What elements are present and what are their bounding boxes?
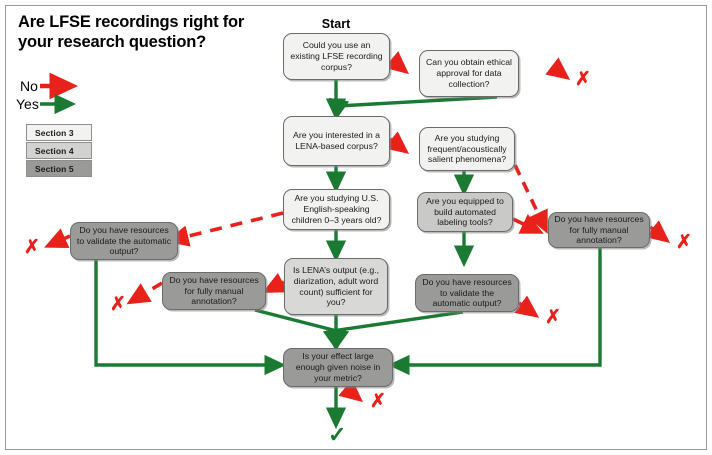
node-label: Could you use an existing LFSE recording… [290,40,383,72]
node-label: Are you studying U.S. English-speaking c… [291,193,382,225]
node-label: Are you interested in a LENA-based corpu… [293,130,380,151]
legend-section-3: Section 3 [26,124,92,141]
yes-edges [94,80,602,430]
node-us-english-children[interactable]: Are you studying U.S. English-speaking c… [283,189,390,230]
reject-mark-validate-right: ✗ [545,307,561,328]
node-label: Do you have resources for fully manual a… [169,274,259,307]
node-label: Do you have resources to validate the au… [76,224,172,257]
node-label: Can you obtain ethical approval for data… [426,57,512,89]
reject-mark-manual-right: ✗ [676,232,692,253]
node-label: Do you have resources for fully manual a… [554,213,644,246]
node-existing-corpus[interactable]: Could you use an existing LFSE recording… [283,33,390,80]
node-lena-based-corpus[interactable]: Are you interested in a LENA-based corpu… [283,116,390,166]
reject-mark-effect: ✗ [370,391,386,412]
node-label: Is LENA’s output (e.g., diarization, adu… [292,264,380,308]
node-manual-annotation-right[interactable]: Do you have resources for fully manual a… [548,212,650,248]
legend-section-4: Section 4 [26,142,92,159]
legend-section-5: Section 5 [26,160,92,177]
reject-mark-validate-left: ✗ [24,237,40,258]
node-validate-output-right[interactable]: Do you have resources to validate the au… [415,274,519,312]
node-label: Is your effect large enough given noise … [295,351,381,383]
node-label: Do you have resources to validate the au… [422,276,512,309]
node-frequent-salient-phenomena[interactable]: Are you studying frequent/acoustically s… [419,127,515,171]
no-edges [44,51,671,403]
node-equipped-automated-labeling[interactable]: Are you equipped to build automated labe… [417,192,513,232]
legend-yes-label: Yes [16,96,39,112]
node-ethical-approval[interactable]: Can you obtain ethical approval for data… [419,50,519,97]
start-label: Start [321,17,351,31]
page-title: Are LFSE recordings right for your resea… [18,13,245,52]
node-manual-annotation-left[interactable]: Do you have resources for fully manual a… [162,272,266,310]
node-effect-large-enough[interactable]: Is your effect large enough given noise … [283,348,393,387]
legend-no-label: No [20,78,38,94]
node-lena-output-sufficient[interactable]: Is LENA’s output (e.g., diarization, adu… [284,258,388,315]
reject-mark-manual-left: ✗ [110,294,126,315]
node-label: Are you equipped to build automated labe… [426,195,504,228]
reject-mark-ethical: ✗ [575,69,591,90]
legend-arrows [40,72,79,115]
node-validate-output-left[interactable]: Do you have resources to validate the au… [70,222,178,260]
node-label: Are you studying frequent/acoustically s… [427,132,507,165]
accept-mark-effect: ✓ [328,422,347,447]
